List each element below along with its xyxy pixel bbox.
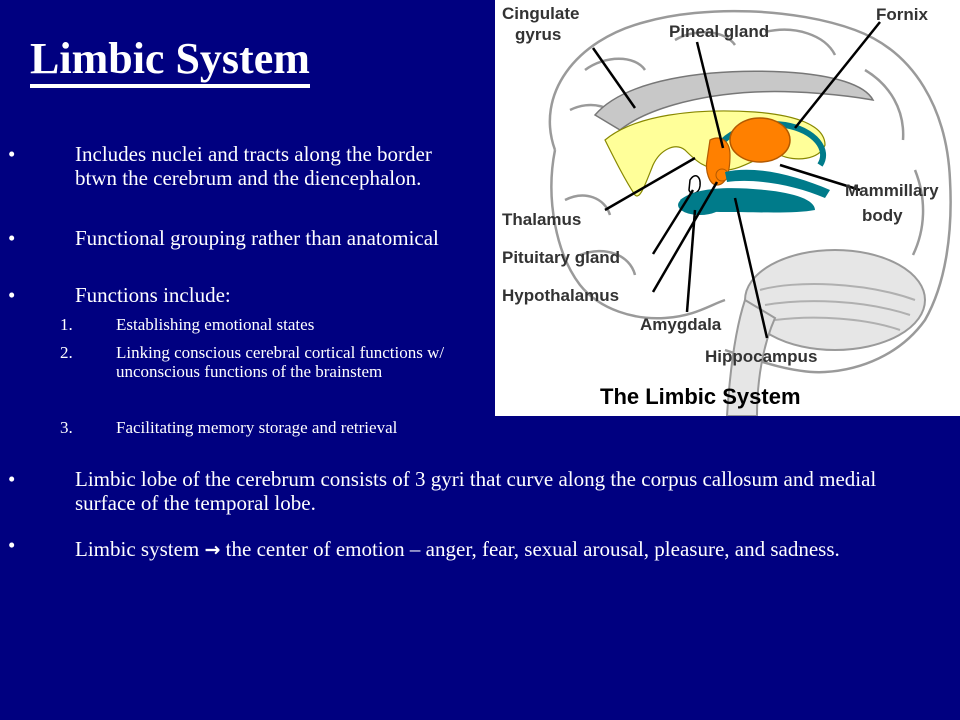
slide-title: Limbic System <box>30 35 310 89</box>
label-hypothalamus: Hypothalamus <box>502 286 619 305</box>
label-amygdala: Amygdala <box>640 315 722 334</box>
hypothalamus-shape <box>705 117 791 186</box>
bullet-text: Functional grouping rather than anatomic… <box>75 226 439 250</box>
bullet-dot: • <box>8 283 16 307</box>
bullet-text-rest: the center of emotion – anger, fear, sex… <box>220 537 840 561</box>
numbered-text: Establishing emotional states <box>116 315 315 334</box>
bullet-text-lead: Limbic system <box>75 537 200 561</box>
right-arrow-icon: → <box>204 539 221 561</box>
cerebellum <box>725 249 926 416</box>
cingulate-gyrus-shape <box>593 70 875 131</box>
item-number: 3. <box>60 418 73 437</box>
bullet-dot: • <box>8 142 16 166</box>
bullet-dot: • <box>8 533 16 557</box>
numbered-text: Linking conscious cerebral cortical func… <box>116 343 445 381</box>
hippocampus-shape <box>678 169 830 215</box>
pituitary-shape <box>688 175 701 195</box>
label-pituitary-gland: Pituitary gland <box>502 248 620 267</box>
figure-caption: The Limbic System <box>600 384 801 409</box>
bullet-text: Limbic lobe of the cerebrum consists of … <box>75 467 877 515</box>
bullet-text: Functions include: <box>75 283 231 307</box>
item-number: 2. <box>60 343 73 362</box>
limbic-diagram: Cingulate gyrus Pineal gland Fornix Mamm… <box>502 4 952 416</box>
label-pineal-gland: Pineal gland <box>669 22 769 41</box>
bullet-text: Limbic system → the center of emotion – … <box>75 533 945 566</box>
label-fornix: Fornix <box>876 5 928 24</box>
item-number: 1. <box>60 315 73 334</box>
label-thalamus: Thalamus <box>502 210 581 229</box>
numbered-text: Facilitating memory storage and retrieva… <box>116 418 398 437</box>
label-cingulate-1: Cingulate <box>502 4 579 23</box>
bullet-dot: • <box>8 226 16 250</box>
bullet-text: Includes nuclei and tracts along the bor… <box>75 142 432 190</box>
bullet-dot: • <box>8 467 16 491</box>
pointer-lines <box>591 21 881 339</box>
limbic-system-figure: Cingulate gyrus Pineal gland Fornix Mamm… <box>495 0 960 416</box>
label-mammillary-1: Mammillary <box>845 181 939 200</box>
label-cingulate-2: gyrus <box>515 25 561 44</box>
label-mammillary-2: body <box>862 206 903 225</box>
label-hippocampus: Hippocampus <box>705 347 817 366</box>
